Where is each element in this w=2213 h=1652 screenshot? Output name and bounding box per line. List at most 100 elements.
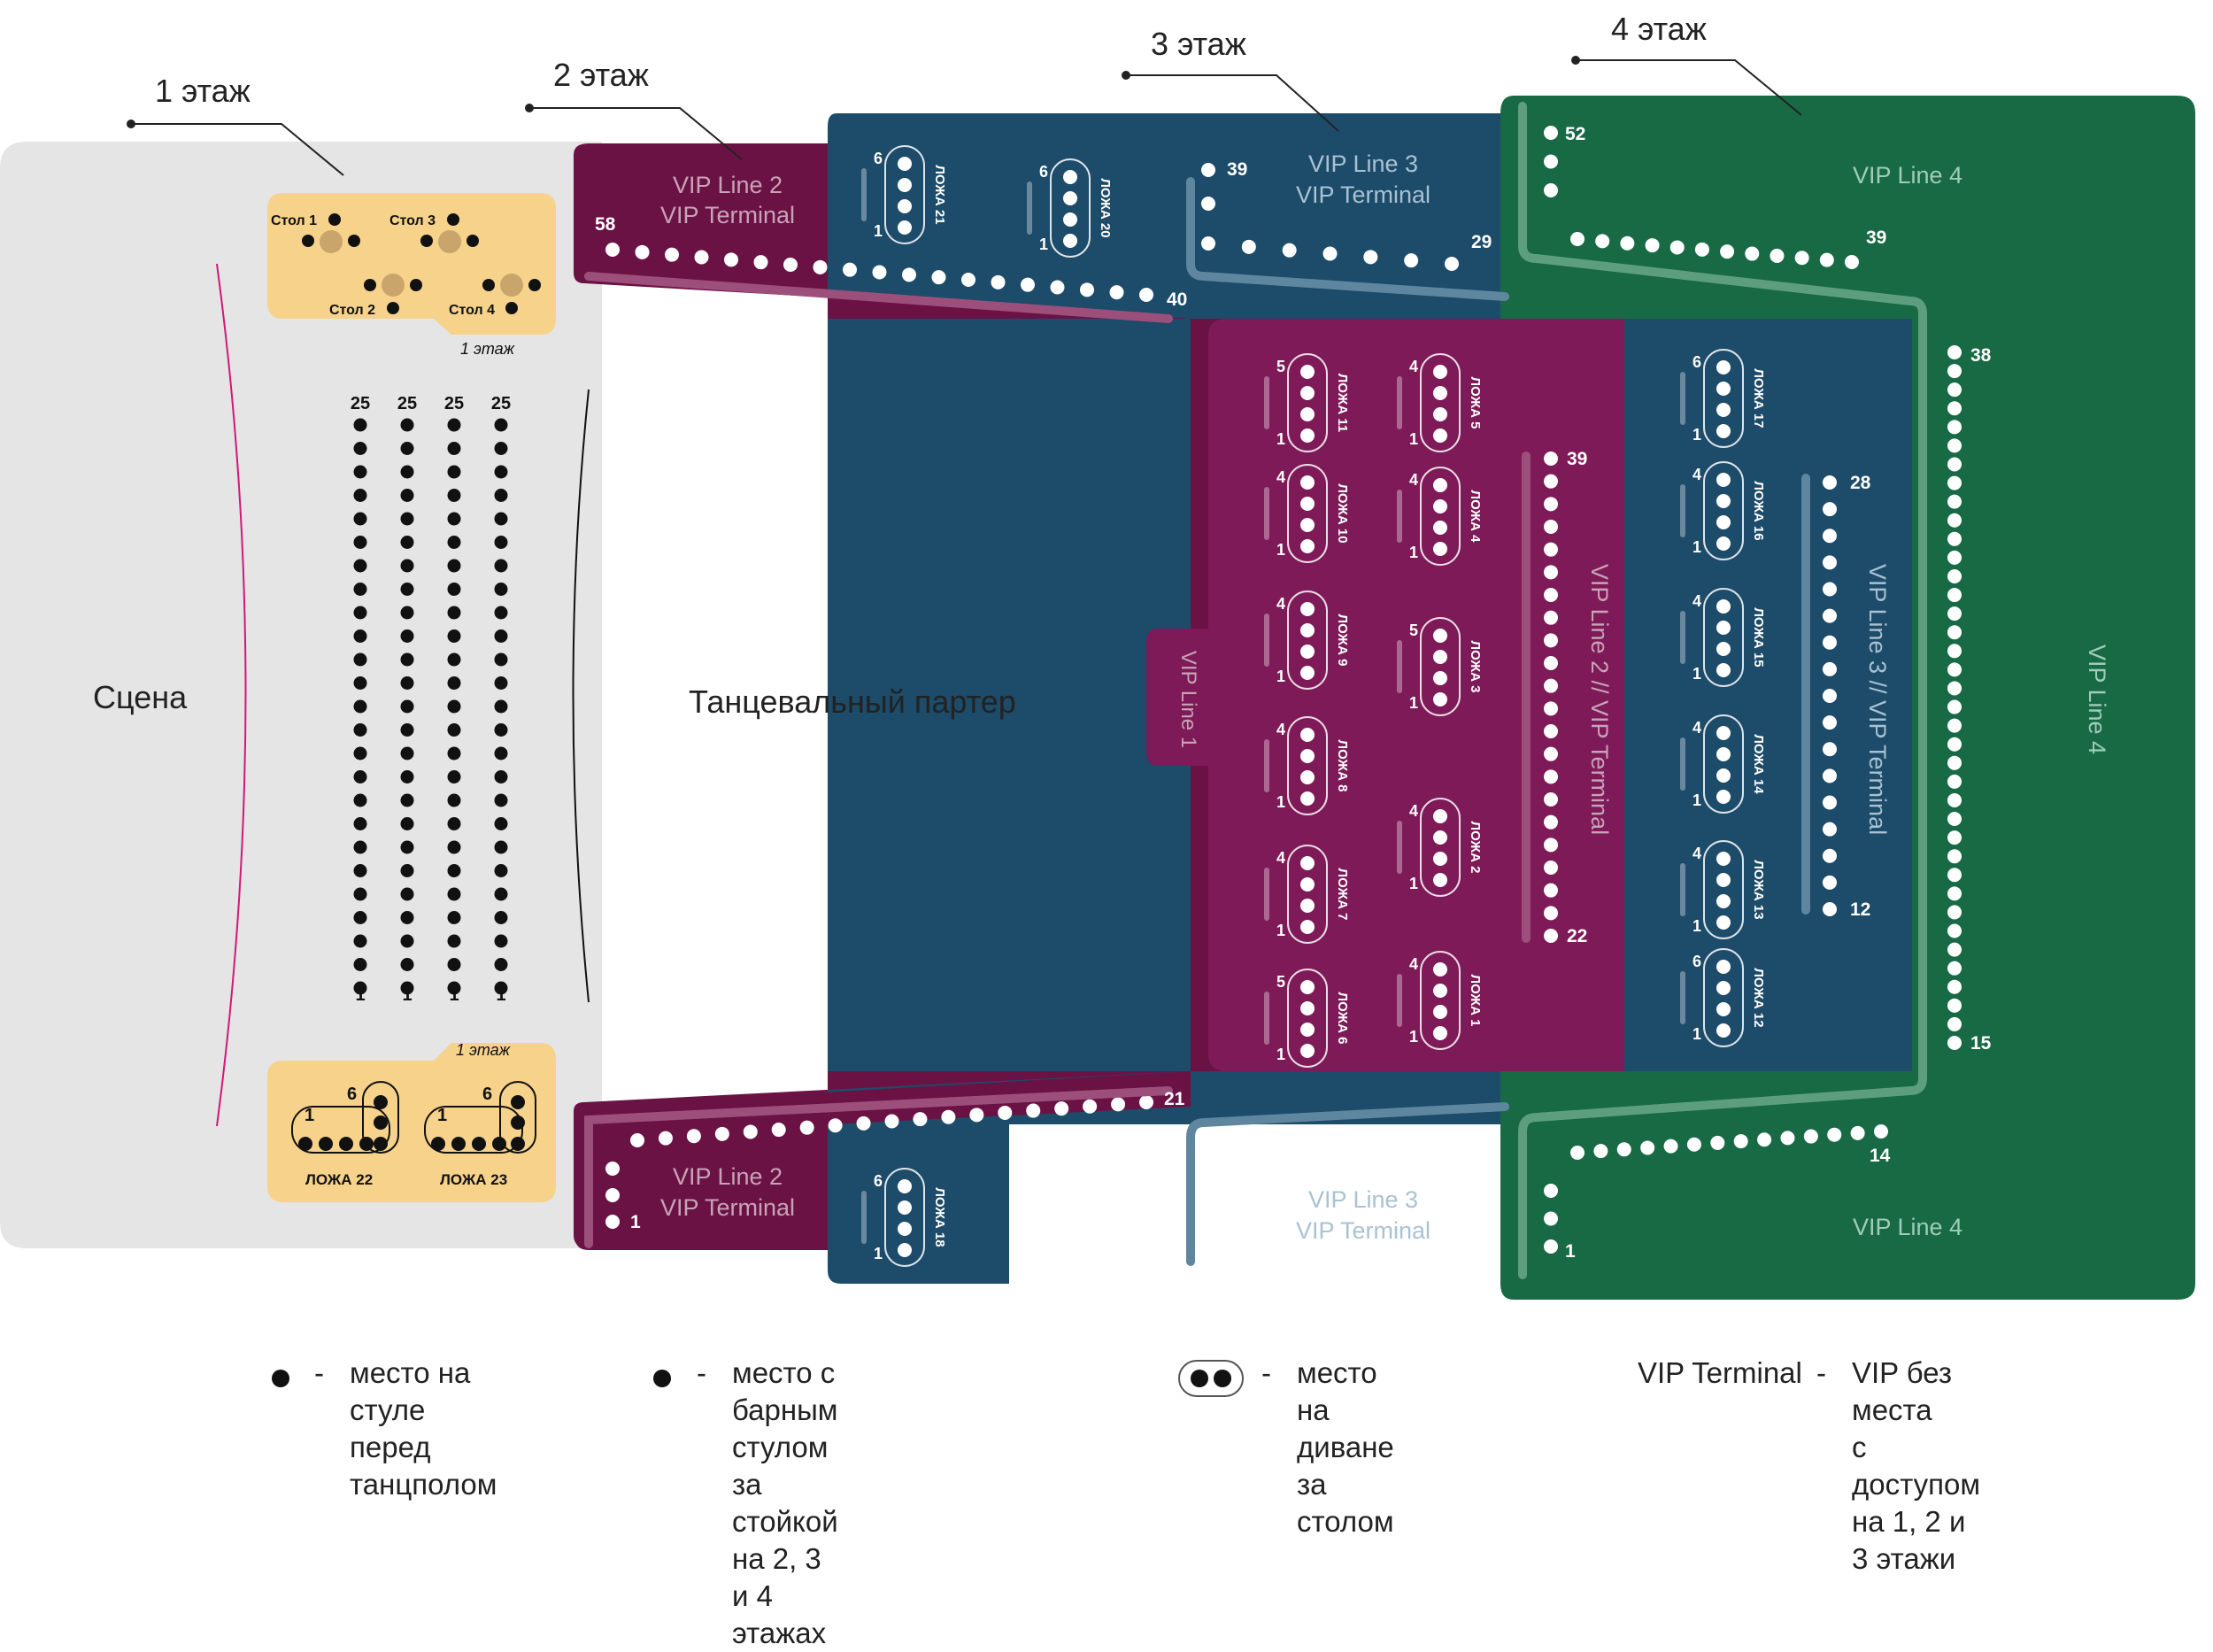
sofa-seat[interactable] bbox=[1433, 1026, 1447, 1040]
sofa-seat[interactable] bbox=[1716, 599, 1731, 614]
chair-seat[interactable] bbox=[353, 465, 367, 479]
bar-seat[interactable] bbox=[1322, 246, 1338, 261]
bar-seat[interactable] bbox=[828, 1118, 843, 1133]
sofa-seat[interactable] bbox=[1433, 365, 1447, 379]
chair-seat[interactable] bbox=[494, 793, 508, 807]
chair-seat[interactable] bbox=[494, 559, 508, 573]
bar-seat[interactable] bbox=[1947, 531, 1962, 546]
bar-seat[interactable] bbox=[771, 1123, 786, 1138]
bar-seat[interactable] bbox=[884, 1114, 899, 1129]
bar-seat[interactable] bbox=[902, 267, 916, 282]
bar-seat[interactable] bbox=[635, 244, 650, 259]
floor1-loges-area[interactable] bbox=[267, 1043, 556, 1202]
chair-seat[interactable] bbox=[494, 512, 508, 526]
chair-seat[interactable] bbox=[400, 583, 414, 596]
bar-seat[interactable] bbox=[1616, 1142, 1631, 1157]
bar-seat[interactable] bbox=[1201, 1154, 1215, 1169]
sofa-seat[interactable] bbox=[1300, 666, 1315, 680]
sofa-seat[interactable] bbox=[1300, 602, 1315, 616]
bar-seat[interactable] bbox=[1544, 724, 1558, 738]
bar-seat[interactable] bbox=[1544, 746, 1558, 761]
chair-seat[interactable] bbox=[353, 606, 367, 620]
bar-seat[interactable] bbox=[843, 262, 857, 277]
bar-seat[interactable] bbox=[1663, 1139, 1678, 1154]
sofa-seat[interactable] bbox=[1063, 1234, 1077, 1248]
chair-seat[interactable] bbox=[494, 699, 508, 714]
sofa-seat[interactable] bbox=[898, 1200, 912, 1215]
sofa-seat[interactable] bbox=[1433, 830, 1447, 845]
bar-seat[interactable] bbox=[630, 1133, 644, 1147]
bar-seat[interactable] bbox=[1845, 255, 1859, 269]
sofa-seat[interactable] bbox=[1300, 899, 1315, 913]
chair-seat[interactable] bbox=[400, 723, 414, 737]
sofa-seat[interactable] bbox=[1433, 692, 1447, 706]
sofa-seat[interactable] bbox=[1300, 623, 1315, 637]
sofa-seat[interactable] bbox=[1433, 873, 1447, 887]
bar-seat[interactable] bbox=[1544, 565, 1558, 580]
chair-seat[interactable] bbox=[400, 606, 414, 620]
bar-seat[interactable] bbox=[1201, 197, 1215, 211]
bar-seat[interactable] bbox=[1947, 998, 1962, 1013]
bar-seat[interactable] bbox=[1947, 588, 1962, 603]
sofa-seat[interactable] bbox=[1716, 747, 1731, 761]
bar-seat[interactable] bbox=[1292, 1146, 1307, 1160]
bar-seat[interactable] bbox=[1947, 812, 1962, 827]
chair-seat[interactable] bbox=[400, 559, 414, 573]
bar-seat[interactable] bbox=[1544, 792, 1558, 807]
bar-seat[interactable] bbox=[1823, 608, 1837, 623]
bar-seat[interactable] bbox=[665, 247, 679, 262]
bar-seat[interactable] bbox=[1947, 979, 1962, 994]
chair-seat[interactable] bbox=[353, 840, 367, 854]
sofa-seat[interactable] bbox=[1433, 542, 1447, 556]
bar-seat[interactable] bbox=[991, 274, 1006, 289]
chair-seat[interactable] bbox=[353, 629, 367, 643]
chair-seat[interactable] bbox=[447, 652, 461, 667]
sofa-seat[interactable] bbox=[1716, 1023, 1731, 1038]
bar-seat[interactable] bbox=[1544, 520, 1558, 534]
bar-seat[interactable] bbox=[1201, 1206, 1215, 1220]
chair-seat[interactable] bbox=[353, 864, 367, 877]
chair-seat[interactable] bbox=[353, 723, 367, 737]
chair-seat[interactable] bbox=[353, 746, 367, 760]
chair-seat[interactable] bbox=[494, 770, 508, 784]
bar-seat[interactable] bbox=[1570, 1146, 1585, 1160]
sofa-seat[interactable] bbox=[1300, 1044, 1315, 1058]
chair-seat[interactable] bbox=[494, 723, 508, 737]
sofa-seat[interactable] bbox=[1716, 663, 1731, 677]
chair-seat[interactable] bbox=[447, 559, 461, 573]
sofa-seat[interactable] bbox=[1300, 1001, 1315, 1015]
sofa-seat[interactable] bbox=[1300, 856, 1315, 870]
bar-seat[interactable] bbox=[961, 273, 975, 287]
chair-seat[interactable] bbox=[353, 793, 367, 807]
bar-seat[interactable] bbox=[1544, 633, 1558, 648]
bar-seat[interactable] bbox=[1595, 234, 1610, 249]
sofa-seat[interactable] bbox=[1300, 770, 1315, 784]
chair-seat[interactable] bbox=[400, 793, 414, 807]
chair-seat[interactable] bbox=[494, 934, 508, 948]
chair-seat[interactable] bbox=[353, 489, 367, 502]
bar-seat[interactable] bbox=[783, 258, 798, 272]
bar-seat[interactable] bbox=[714, 1126, 729, 1141]
sofa-seat[interactable] bbox=[1716, 403, 1731, 417]
loge-22[interactable]: 1 6 ЛОЖА 22 bbox=[291, 1081, 399, 1188]
sofa-seat[interactable] bbox=[1433, 962, 1447, 977]
bar-seat[interactable] bbox=[1745, 246, 1760, 261]
bar-seat[interactable] bbox=[1445, 1131, 1460, 1146]
bar-seat[interactable] bbox=[1947, 792, 1962, 807]
chair-seat[interactable] bbox=[494, 536, 508, 549]
bar-seat[interactable] bbox=[1770, 248, 1785, 263]
chair-seat[interactable] bbox=[400, 911, 414, 924]
chair-seat[interactable] bbox=[400, 442, 414, 455]
bar-seat[interactable] bbox=[1544, 861, 1558, 875]
chair-seat[interactable] bbox=[447, 793, 461, 807]
bar-seat[interactable] bbox=[1823, 661, 1837, 676]
